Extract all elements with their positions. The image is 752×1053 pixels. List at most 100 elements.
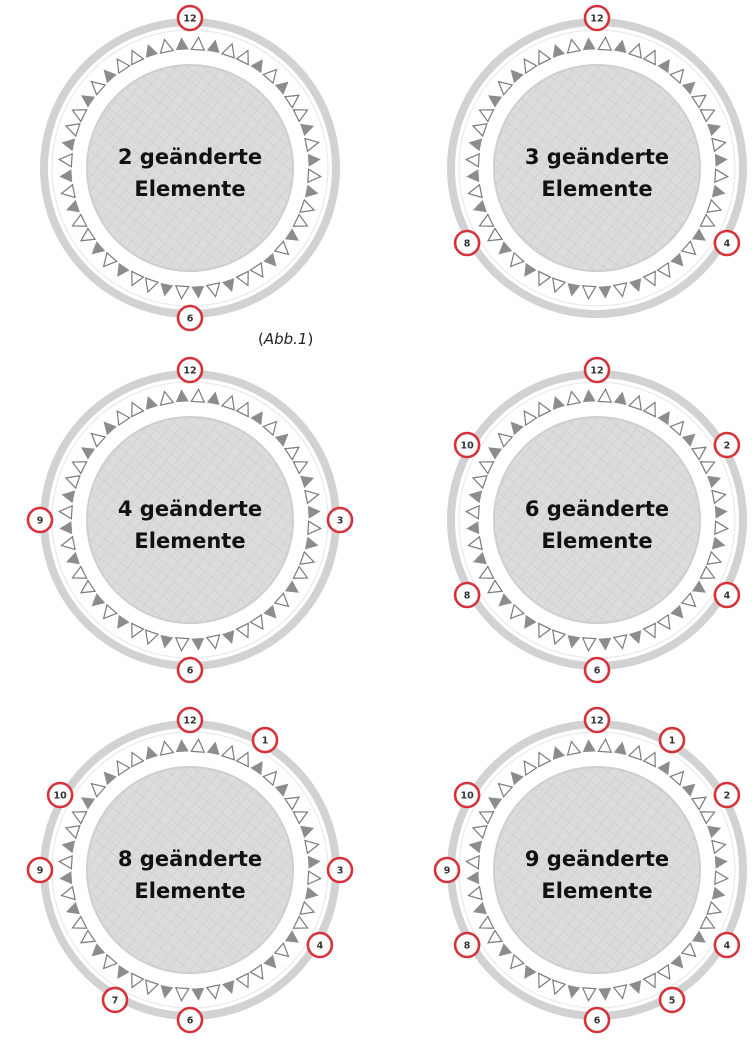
filled-triangle [191,637,205,651]
outline-triangle [262,770,278,787]
outline-triangle [706,550,723,565]
filled-triangle [307,153,321,167]
dial-inner-disc [86,766,294,974]
outline-triangle [273,942,290,958]
marker-number: 7 [112,995,119,1006]
filled-triangle [250,59,263,74]
filled-triangle [284,580,299,593]
figure-caption-text: Abb.1 [263,330,308,348]
marker-4: 4 [306,931,334,959]
marker-10: 10 [453,781,481,809]
outline-triangle [497,80,514,96]
outline-triangle [552,629,567,646]
dial-triangles [57,35,323,301]
filled-triangle [598,987,612,1001]
dial-label-line1: 9 geänderte [525,847,669,871]
outline-triangle [612,282,628,298]
outline-triangle [597,737,613,753]
outline-triangle [467,183,483,199]
marker-12: 12 [176,356,204,384]
filled-triangle [714,153,728,167]
outline-triangle [486,227,504,242]
marker-number: 9 [37,866,44,877]
outline-triangle [538,401,552,418]
outline-triangle [220,394,235,411]
filled-triangle [81,797,96,810]
marker-number: 5 [669,995,676,1006]
dial-inner-disc [493,64,701,272]
outline-triangle [669,770,685,787]
filled-triangle [707,123,722,137]
marker-number: 2 [724,441,731,452]
outline-triangle [235,49,249,66]
filled-triangle [524,614,537,629]
marker-4: 4 [713,581,741,609]
marker-ring [101,986,129,1014]
filled-triangle [691,228,706,241]
marker-ring [453,431,481,459]
outline-triangle [656,613,671,631]
filled-triangle [206,39,220,54]
filled-triangle [466,871,480,885]
outline-triangle [642,972,656,989]
marker-number: 3 [337,516,344,527]
outline-triangle [283,796,301,811]
marker-number: 4 [724,941,731,952]
filled-triangle [552,395,566,410]
outline-triangle [145,629,160,646]
filled-triangle [191,285,205,299]
filled-triangle [711,536,726,550]
outline-triangle [131,49,145,66]
outline-triangle [538,972,552,989]
marker-ring [583,1006,611,1034]
outline-triangle [174,637,190,653]
filled-triangle [160,634,174,649]
marker-ring [326,856,354,884]
filled-triangle [524,964,537,979]
filled-triangle [488,95,503,108]
filled-triangle [582,739,596,753]
marker-number: 10 [460,441,474,452]
filled-triangle [510,69,524,84]
dial-inner-disc [493,766,701,974]
marker-ring [583,656,611,684]
outline-triangle [292,915,309,929]
outline-triangle [538,622,552,639]
filled-triangle [510,771,524,786]
outline-triangle [464,152,480,168]
outline-triangle [292,213,309,227]
outline-triangle [597,387,613,403]
filled-triangle [274,783,289,797]
filled-triangle [274,81,289,95]
marker-number: 4 [317,941,324,952]
marker-12: 12 [583,706,611,734]
dial-label-line2: Elemente [541,879,652,903]
filled-triangle [145,43,159,58]
outline-triangle [690,796,708,811]
outline-triangle [464,504,480,520]
marker-ring [713,931,741,959]
outline-triangle [292,811,309,825]
outline-triangle [249,613,264,631]
outline-triangle [566,38,582,54]
dial-triangles [57,737,323,1003]
filled-triangle [160,984,174,999]
marker-number: 12 [183,14,196,25]
outline-triangle [71,811,88,825]
filled-triangle [510,421,524,436]
outline-triangle [699,565,716,579]
outline-triangle [64,825,81,840]
outline-triangle [597,35,613,51]
outline-triangle [174,285,190,301]
filled-triangle [657,59,670,74]
dial-inner-disc [86,416,294,624]
marker-5: 5 [658,986,686,1014]
outline-triangle [79,227,97,242]
filled-triangle [628,630,642,645]
dial-label-line2: Elemente [541,529,652,553]
outline-triangle [79,579,97,594]
filled-triangle [628,278,642,293]
filled-triangle [263,252,277,267]
filled-triangle [466,521,480,535]
outline-triangle [90,432,107,448]
